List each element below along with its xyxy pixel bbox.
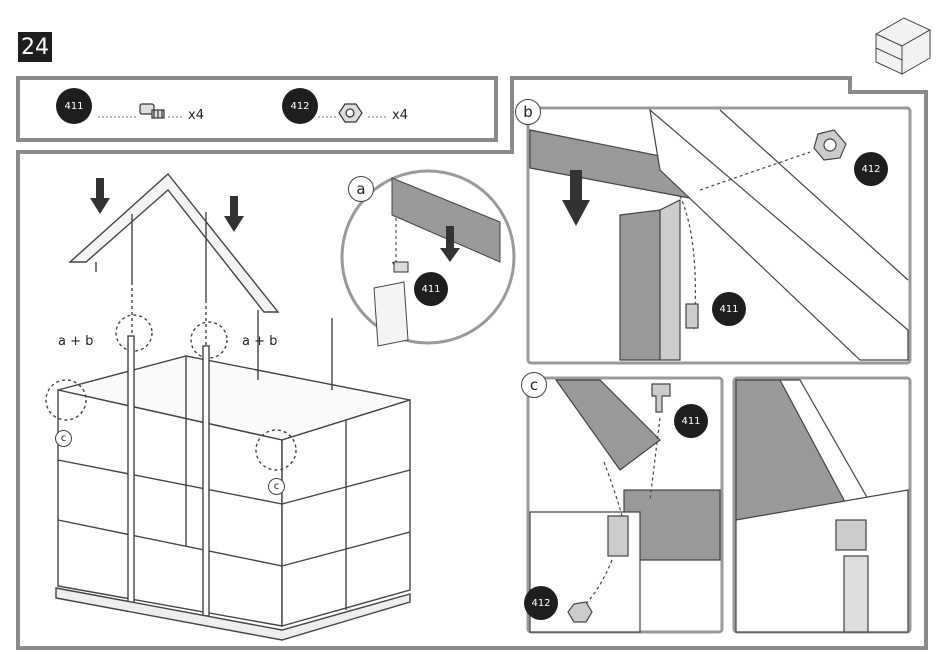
- detail-b-nut-badge: 412: [854, 152, 888, 186]
- detail-a-bolt-badge: 411: [414, 272, 448, 306]
- callout-ab-right: a + b: [242, 334, 277, 349]
- callout-c-left: c: [55, 430, 72, 447]
- detail-c-bolt-badge: 411: [674, 404, 708, 438]
- detail-b-bolt-badge: 411: [712, 292, 746, 326]
- part-412-badge: 412: [282, 88, 318, 124]
- part-412-qty: x4: [392, 108, 408, 123]
- detail-a-label: a: [348, 176, 374, 202]
- detail-c-label: c: [521, 372, 547, 398]
- step-number: 24: [18, 32, 52, 62]
- nut-icon: [339, 104, 362, 122]
- detail-c-nut-badge: 412: [524, 586, 558, 620]
- bolt-icon: [140, 104, 164, 118]
- greenhouse-icon: [876, 18, 930, 74]
- detail-c-drawing: [530, 380, 908, 632]
- detail-b-label: b: [515, 99, 541, 125]
- callout-c-right: c: [268, 478, 285, 495]
- part-411-badge: 411: [56, 88, 92, 124]
- part-411-qty: x4: [188, 108, 204, 123]
- callout-ab-left: a + b: [58, 334, 93, 349]
